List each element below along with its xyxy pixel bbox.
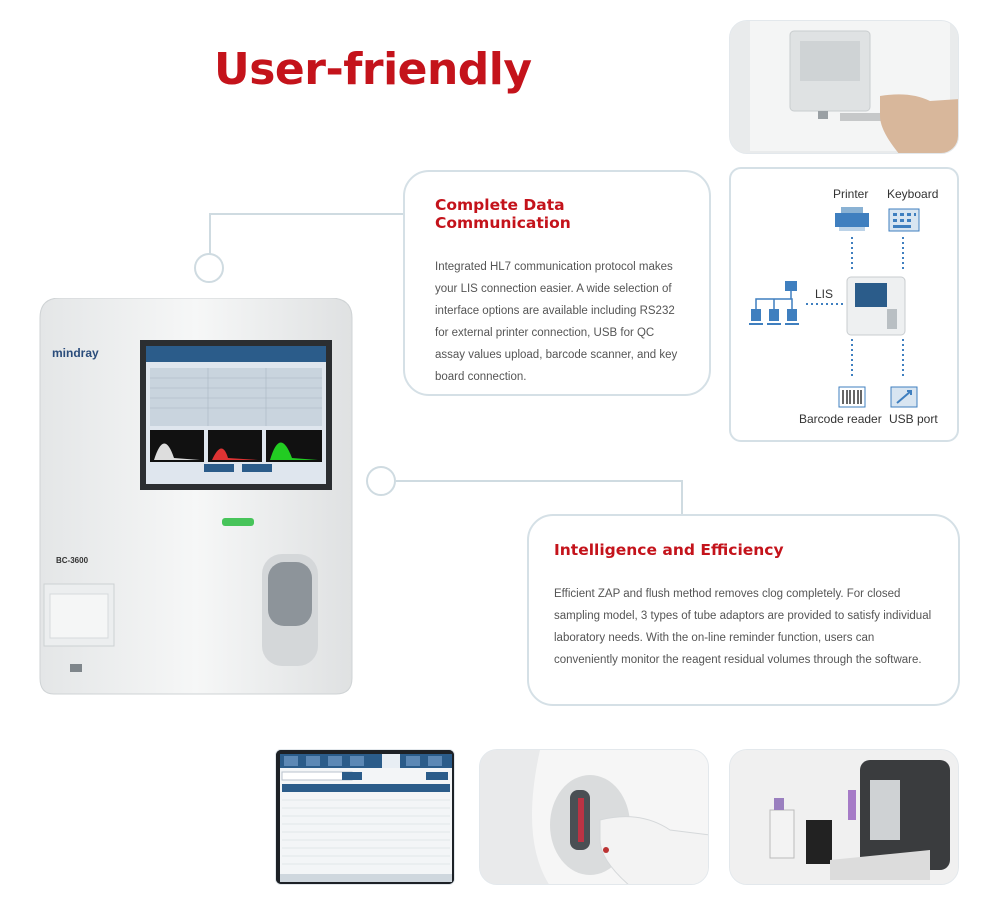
network-icon [749,281,799,325]
page-title: User-friendly [214,44,532,95]
connectivity-diagram: Printer Keyboard LIS Barcode reader USB … [729,167,959,442]
analyzer-icon [846,276,906,336]
keyboard-icon [888,208,920,232]
connector-line [396,480,683,518]
connector-circle [194,253,224,283]
intelligence-card: Intelligence and Efficiency Efficient ZA… [527,514,960,706]
device-model: BC-3600 [56,556,89,565]
sampling-photo [479,749,709,885]
printer-photo [729,20,959,154]
connector-line [209,213,406,257]
connector-circle [366,466,396,496]
usb-icon [890,386,918,408]
usb-label: USB port [889,412,938,426]
tube-adaptor-photo [729,749,959,885]
software-screen-photo [275,749,455,885]
printer-label: Printer [833,187,869,201]
card-heading: Complete Data Communication [435,196,571,232]
barcode-label: Barcode reader [799,412,882,426]
data-communication-card: Complete Data Communication Integrated H… [403,170,711,396]
barcode-icon [838,386,866,408]
printer-icon [835,207,869,231]
keyboard-label: Keyboard [887,187,939,201]
card-body: Efficient ZAP and flush method removes c… [554,588,932,666]
analyzer-device: mindray BC-3600 [30,297,360,698]
lis-label: LIS [815,287,834,301]
device-brand: mindray [52,346,99,360]
card-body: Integrated HL7 communication protocol ma… [435,261,678,383]
card-heading: Intelligence and Efficiency [554,541,784,559]
